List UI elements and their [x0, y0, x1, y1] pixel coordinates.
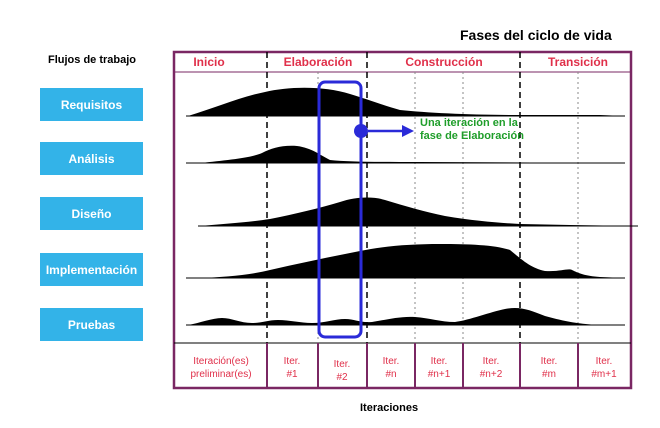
workflows-header: Flujos de trabajo [48, 54, 137, 66]
workflow-requisitos: Requisitos [40, 88, 143, 121]
iteration-label-line1: Iter. [596, 356, 613, 367]
x-axis-label: Iteraciones [360, 402, 419, 414]
iteration-label-line2: #1 [286, 369, 298, 380]
workflow-diseno: Diseño [40, 197, 143, 230]
iteration-label-line1: Iter. [431, 356, 448, 367]
curve-pruebas [188, 307, 625, 325]
iteration-label-line2: #m+1 [591, 369, 617, 380]
diagram-title: Fases del ciclo de vida [460, 27, 612, 43]
curve-requisitos [188, 87, 625, 116]
workflow-pruebas: Pruebas [40, 308, 143, 341]
iteration-label-line1: Iter. [483, 356, 500, 367]
phase-label-construccion: Construcción [405, 55, 482, 69]
iteration-label-line2: #n+1 [428, 369, 451, 380]
iteration-label-line2: #n [385, 369, 396, 380]
phase-label-elaboracion: Elaboración [284, 55, 353, 69]
iteration-marker-dot [354, 124, 368, 138]
annotation-line-1: Una iteración en la [420, 117, 519, 129]
iteration-label-line2: preliminar(es) [190, 369, 251, 380]
workflow-implementacion: Implementación [40, 253, 143, 286]
highlighted-iteration-box [317, 80, 363, 339]
iteration-label-line1: Iter. [284, 356, 301, 367]
iteration-label-line2: #m [542, 369, 556, 380]
phase-label-inicio: Inicio [193, 55, 224, 69]
iteration-label-line2: #n+2 [480, 369, 503, 380]
workflow-analisis: Análisis [40, 142, 143, 175]
curve-diseno [198, 197, 638, 226]
diagram-frame [172, 50, 633, 390]
annotation-line-2: fase de Elaboración [420, 130, 524, 142]
annotation-arrow-head [402, 125, 414, 137]
iteration-label-line2: #2 [336, 372, 348, 383]
iteration-label-line1: Iter. [541, 356, 558, 367]
curve-implementacion [200, 244, 625, 278]
curve-analisis [200, 145, 625, 163]
iteration-label-line1: Iteración(es) [193, 356, 249, 367]
iteration-label-line1: Iter. [334, 359, 351, 370]
iteration-label-line1: Iter. [383, 356, 400, 367]
phase-label-transicion: Transición [548, 55, 608, 69]
